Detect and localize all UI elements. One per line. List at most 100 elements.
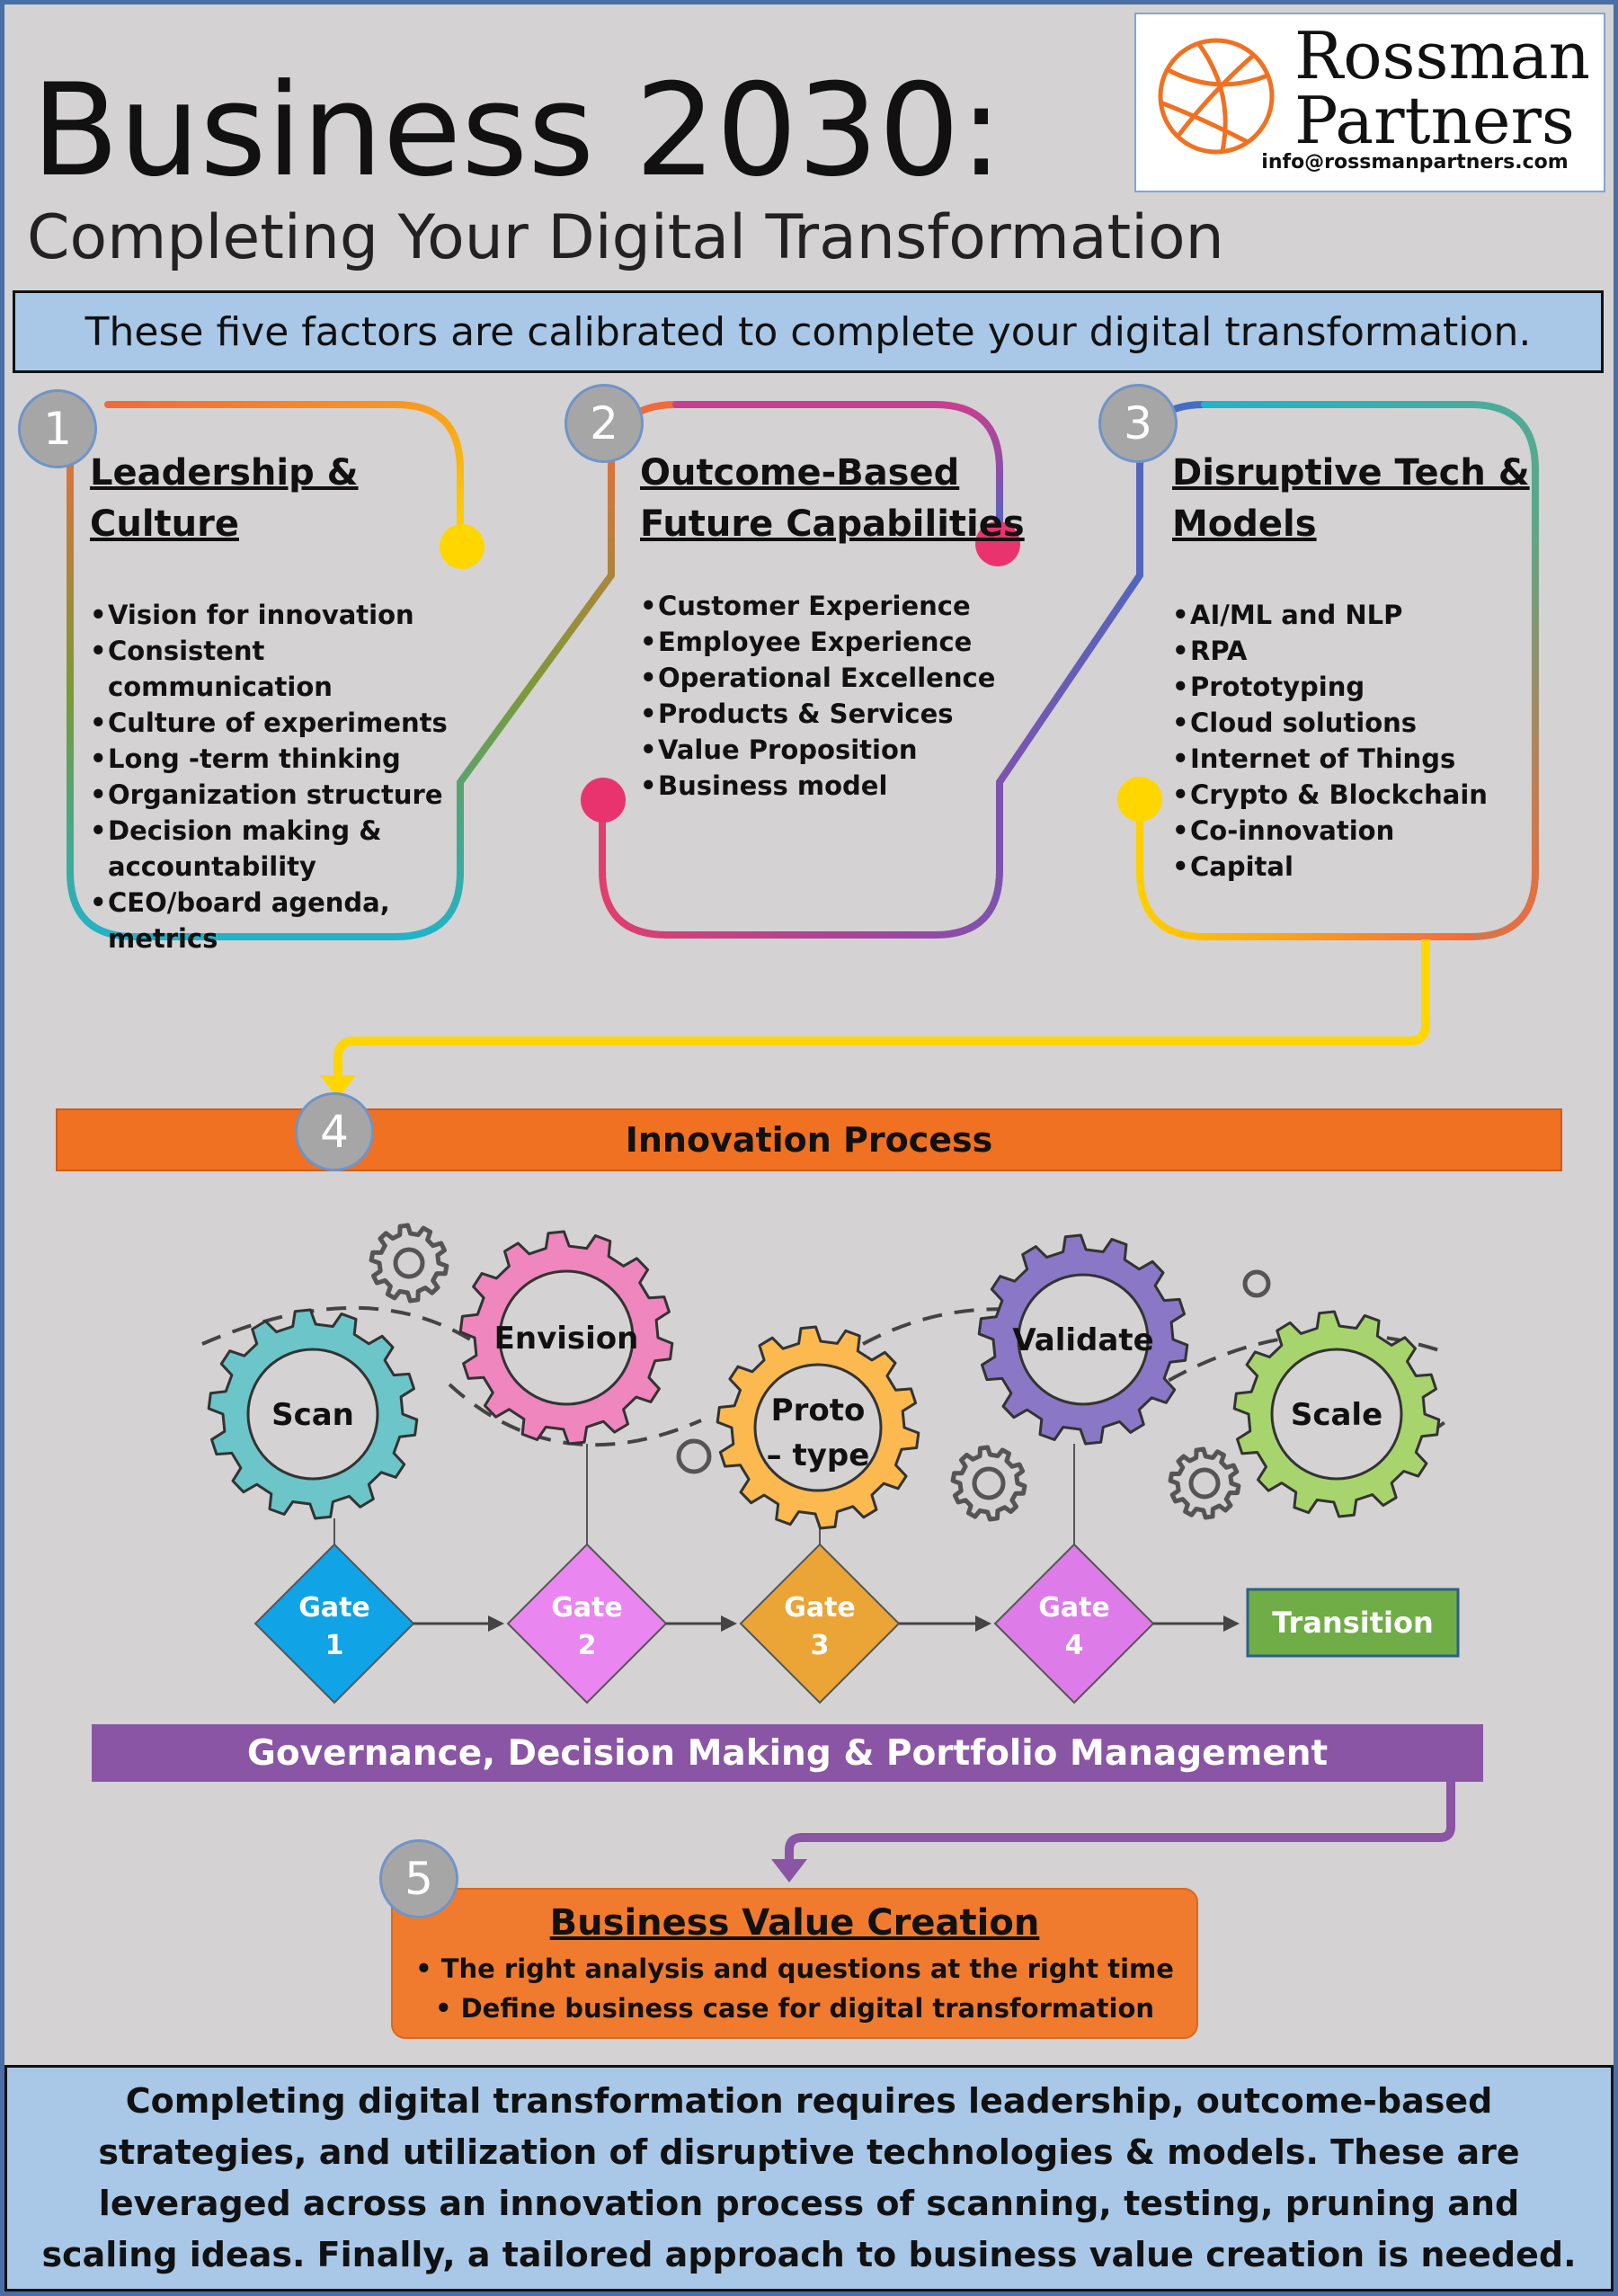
gear-label: Scale [1291, 1397, 1382, 1433]
factor-3-title-line2: Models [1172, 503, 1317, 545]
factor-1-list: Vision for innovation Consistent communi… [90, 597, 467, 957]
gate-label: Gate [551, 1592, 623, 1624]
gear-stage-5-hub [1270, 1348, 1403, 1481]
list-item: Long -term thinking [90, 741, 467, 777]
list-item: Customer Experience [640, 588, 1000, 624]
small-gear-icon-outline [1168, 1446, 1241, 1520]
factor-2-title: Outcome-Based Future Capabilities [640, 448, 1025, 550]
list-item: Operational Excellence [640, 660, 1000, 696]
list-item: Decision making & accountability [90, 813, 467, 885]
gate-1-diamond [253, 1543, 415, 1704]
gate-number: 2 [578, 1630, 597, 1661]
dashed-arc [448, 1383, 702, 1447]
innovation-number-badge: 4 [295, 1092, 374, 1171]
governance-bar: Governance, Decision Making & Portfolio … [92, 1724, 1483, 1782]
intro-banner: These five factors are calibrated to com… [13, 290, 1604, 373]
small-gear-icon-hub [393, 1247, 425, 1279]
gate-label: Gate [298, 1592, 370, 1624]
gear-label: Validate [1012, 1322, 1153, 1358]
gate-3-diamond [739, 1543, 901, 1704]
list-item: Co-innovation [1172, 813, 1514, 849]
small-gear-icon [950, 1445, 1027, 1522]
list-item: The right analysis and questions at the … [393, 1949, 1196, 1989]
factor-1-title-line2: Culture [90, 503, 239, 545]
factor-2-title-line1: Outcome-Based [640, 452, 960, 494]
list-item: Prototyping [1172, 669, 1514, 705]
gear-label: Scan [271, 1397, 354, 1433]
factor-3-number-badge: 3 [1098, 384, 1178, 463]
list-item: Employee Experience [640, 624, 1000, 660]
factor-3-list: AI/ML and NLP RPA Prototyping Cloud solu… [1172, 597, 1514, 885]
factor-2-title-line2: Future Capabilities [640, 503, 1025, 545]
list-item: Value Proposition [640, 732, 1000, 768]
small-gear-icon [369, 1223, 449, 1304]
list-item: Consistent communication [90, 633, 467, 705]
logo-name-line1: Rossman [1294, 18, 1591, 93]
small-gear-icon-hub [1188, 1467, 1221, 1500]
value-creation-number-badge: 5 [379, 1839, 458, 1918]
list-item: Capital [1172, 849, 1514, 885]
summary-box: Completing digital transformation requir… [4, 2065, 1614, 2292]
factor-3-title: Disruptive Tech & Models [1172, 448, 1530, 550]
logo-email[interactable]: info@rossmanpartners.com [1261, 151, 1569, 174]
basketball-globe-icon [1158, 38, 1275, 155]
flow-arrowhead [1223, 1615, 1240, 1632]
gear-stage-5 [1232, 1310, 1441, 1518]
gear-stage-2 [458, 1230, 674, 1446]
list-item: Products & Services [640, 696, 1000, 732]
value-creation-box: Business Value Creation The right analys… [391, 1888, 1198, 2039]
page-title: Business 2030: [31, 57, 1003, 205]
small-ring-icon [676, 1438, 712, 1474]
gear-stage-3-hub [753, 1363, 883, 1492]
transition-box [1246, 1588, 1460, 1658]
factor-2-number-badge: 2 [565, 384, 644, 463]
gear-stage-4 [977, 1233, 1189, 1446]
small-gear-icon-outline [950, 1445, 1027, 1522]
list-item: Internet of Things [1172, 741, 1514, 777]
gate-number: 4 [1065, 1630, 1084, 1661]
factor-1-title: Leadership & Culture [90, 448, 359, 550]
list-item: Business model [640, 768, 1000, 804]
gate-4-diamond [993, 1543, 1155, 1704]
gear-label: Envision [494, 1321, 639, 1357]
list-item: Crypto & Blockchain [1172, 777, 1514, 813]
gear-stage-2-hub [498, 1269, 635, 1406]
list-item: AI/ML and NLP [1172, 597, 1514, 633]
list-item: Organization structure [90, 777, 467, 813]
dashed-arc [201, 1305, 492, 1355]
gate-number: 3 [811, 1630, 830, 1661]
small-gear-icon [1168, 1446, 1241, 1520]
value-creation-list: The right analysis and questions at the … [393, 1949, 1196, 2028]
flow-arrowhead [721, 1615, 737, 1632]
logo-name-line2: Partners [1294, 83, 1575, 158]
gate-label: Gate [784, 1592, 856, 1624]
list-item: Cloud solutions [1172, 705, 1514, 741]
flow-arrowhead [488, 1615, 504, 1632]
value-creation-title: Business Value Creation [549, 1902, 1040, 1944]
gear-stage-3 [716, 1325, 920, 1530]
gate-number: 1 [325, 1630, 344, 1661]
list-item: RPA [1172, 633, 1514, 669]
small-gear-icon-hub [972, 1466, 1006, 1500]
factor-1-title-line1: Leadership & [90, 452, 359, 494]
factor-3-title-line1: Disruptive Tech & [1172, 452, 1530, 494]
transition-label: Transition [1272, 1606, 1434, 1640]
factor-1-number-badge: 1 [18, 389, 97, 468]
small-ring-icon [1242, 1269, 1271, 1298]
list-item: CEO/board agenda, metrics [90, 885, 467, 957]
gear-stage-1 [207, 1308, 419, 1520]
gate-2-diamond [506, 1543, 668, 1704]
gate-label: Gate [1038, 1592, 1110, 1624]
gear-label: Proto [771, 1393, 866, 1428]
logo: Rossman Partners info@rossmanpartners.co… [1134, 13, 1605, 192]
list-item: Define business case for digital transfo… [393, 1989, 1196, 2028]
gear-stage-1-hub [246, 1348, 379, 1481]
flow-arrowhead [975, 1615, 991, 1632]
gear-label: – type [767, 1437, 870, 1473]
list-item: Culture of experiments [90, 705, 467, 741]
innovation-process-bar: Innovation Process [56, 1108, 1562, 1171]
gear-stage-4-hub [1017, 1273, 1150, 1406]
list-item: Vision for innovation [90, 597, 467, 633]
